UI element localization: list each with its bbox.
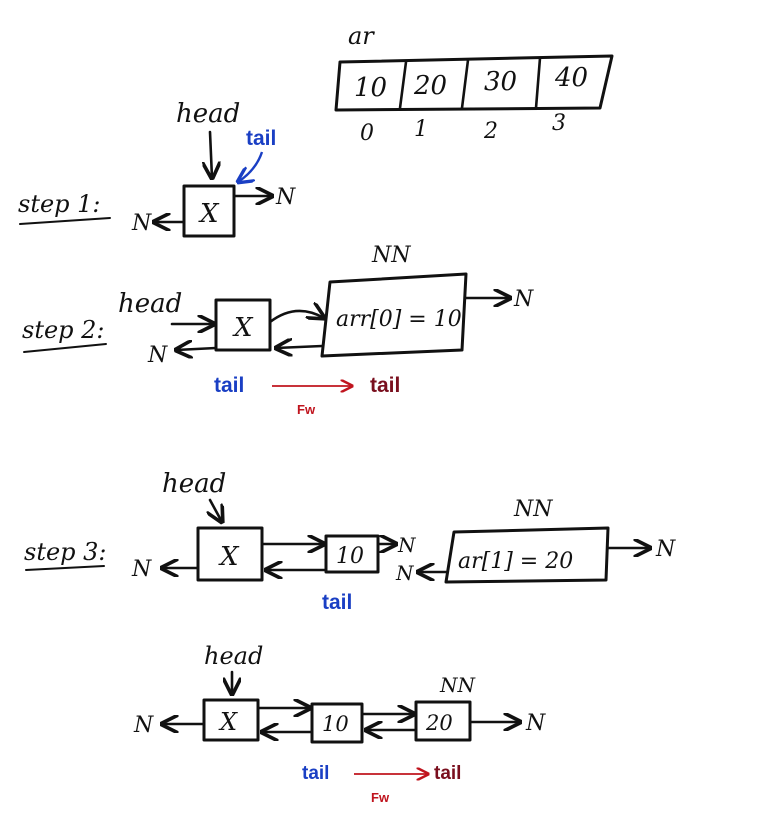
dummy-node [214,298,272,352]
array-index-0: 0 [360,121,374,146]
node-10 [324,534,380,574]
new-node-label: NN [513,497,553,522]
tail-label: tail [370,374,400,397]
tail-label: tail [322,591,352,614]
new-node [320,272,468,358]
step2-underline [23,343,107,353]
null-label: N [131,557,152,582]
new-node [444,526,610,584]
null-label: N [131,211,152,236]
null-label: N [147,343,168,368]
node-10 [310,702,364,744]
step1-label: step 1: [18,190,101,218]
step1-underline [19,217,111,225]
new-node-value: arr[0] = 10 [336,307,462,332]
tail-arrow [238,151,264,182]
step2-diagram: step 2: head X N NN arr[0] = 10 N tail F… [22,243,534,417]
array-name: ar [348,22,375,50]
null-label: N [395,561,415,585]
step1-diagram: step 1: head X N N tail [18,99,296,238]
null-label: N [397,533,417,557]
null-label: N [525,711,546,736]
tail-label: tail [434,763,461,784]
dummy-node-label: X [232,313,254,343]
next-arrow [268,311,324,324]
array-index-3: 3 [552,111,566,136]
array-divider [534,56,542,110]
array-divider [398,60,408,110]
null-label: N [513,287,534,312]
tail-label: tail [302,763,329,784]
node-value: 10 [336,544,364,569]
back-arrow [276,346,324,348]
dummy-node-label: X [198,199,220,229]
null-label: N [655,537,676,562]
array-outline [334,54,614,112]
node-value: 20 [425,711,453,735]
array-divider [460,58,470,110]
dummy-node [196,526,264,582]
new-node-value: ar[1] = 20 [458,549,573,574]
fw-label: Fw [297,402,316,417]
dummy-node [182,184,236,238]
head-arrow [210,130,212,178]
array-cell-1: 20 [413,71,447,101]
array-diagram: ar 10 20 30 40 0 1 2 3 [334,22,614,146]
step2-label: step 2: [22,316,105,344]
head-label: head [176,99,240,129]
array-index-1: 1 [414,117,428,142]
step3-label: step 3: [24,538,107,566]
dummy-node [202,698,260,742]
array-index-2: 2 [483,119,498,144]
dummy-node-label: X [218,708,238,736]
step3-diagram: step 3: head X N 10 N tail NN ar[1] = 20… [24,469,676,614]
head-arrow [210,498,222,522]
step4-diagram: head X N 10 NN 20 N tail Fw tail [133,642,546,805]
new-node-label: NN [371,243,411,268]
node-value: 10 [322,712,349,736]
fw-label: Fw [371,790,390,805]
head-label: head [204,642,263,670]
null-label: N [133,713,154,738]
head-label: head [162,469,226,499]
head-label: head [118,289,182,319]
array-cell-2: 30 [484,67,517,97]
array-cell-3: 40 [554,63,588,93]
prev-arrow [176,348,218,350]
tail-label: tail [214,374,244,397]
step3-underline [25,565,105,571]
array-cell-0: 10 [354,73,387,103]
null-label: N [275,185,296,210]
new-node-label: NN [439,673,477,697]
dummy-node-label: X [218,542,240,572]
tail-label: tail [246,127,276,150]
